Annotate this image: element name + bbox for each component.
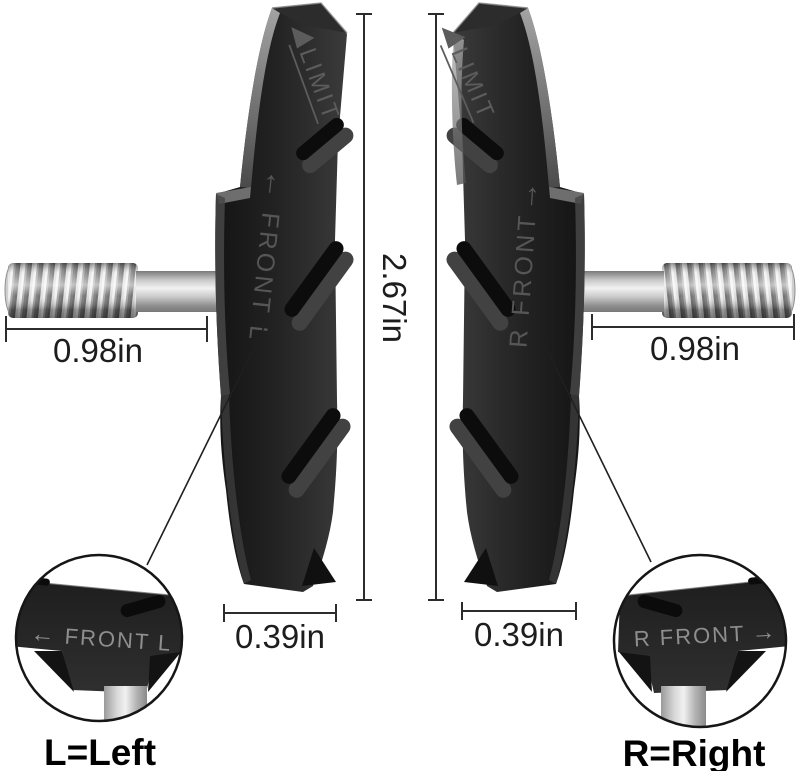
- right-bolt-dimension-label: 0.98in: [650, 330, 740, 367]
- pad-height-dimension-label: 2.67in: [376, 253, 413, 343]
- left-arrow-icon: ←: [257, 168, 293, 201]
- left-magnifier-callout-line: [146, 322, 267, 566]
- left-magnifier-circle: [14, 553, 184, 723]
- right-pad-thickness-label: 0.39in: [474, 616, 564, 653]
- right-arrow-icon: →: [751, 618, 776, 646]
- left-pad-thickness-label: 0.39in: [235, 618, 325, 655]
- right-pad-edge-highlight: [451, 33, 466, 185]
- right-caption: R=Right: [623, 733, 766, 771]
- left-brake-pad: [4, 2, 358, 593]
- left-pad-thickness-dimension: [223, 604, 337, 622]
- left-magnifier-inset: ← FRONT L: [14, 553, 184, 723]
- right-brake-pad: [442, 2, 796, 593]
- left-caption: L=Left: [44, 732, 156, 771]
- pad-height-dimension: [356, 13, 444, 601]
- left-bolt-dimension: [5, 316, 208, 342]
- right-magnifier-inset: R FRONT →: [612, 553, 788, 729]
- right-bolt-dimension: [591, 314, 795, 340]
- inset-bolt-post: [104, 686, 147, 721]
- inset-vent-slot: [637, 594, 683, 618]
- right-inset-label: R FRONT: [633, 621, 746, 652]
- right-magnifier-circle: [612, 553, 788, 729]
- limit-arrow-icon: [291, 27, 315, 49]
- right-pad-thickness-dimension: [461, 602, 577, 620]
- right-arrow-icon: →: [510, 180, 545, 212]
- limit-arrow-icon: [441, 27, 466, 49]
- right-magnifier-callout-line: [533, 322, 652, 563]
- inset-vent-slot: [120, 594, 166, 618]
- left-arrow-icon: ←: [30, 620, 56, 649]
- left-bolt-dimension-label: 0.98in: [53, 332, 143, 369]
- right-inset-engraving: R FRONT →: [633, 618, 776, 652]
